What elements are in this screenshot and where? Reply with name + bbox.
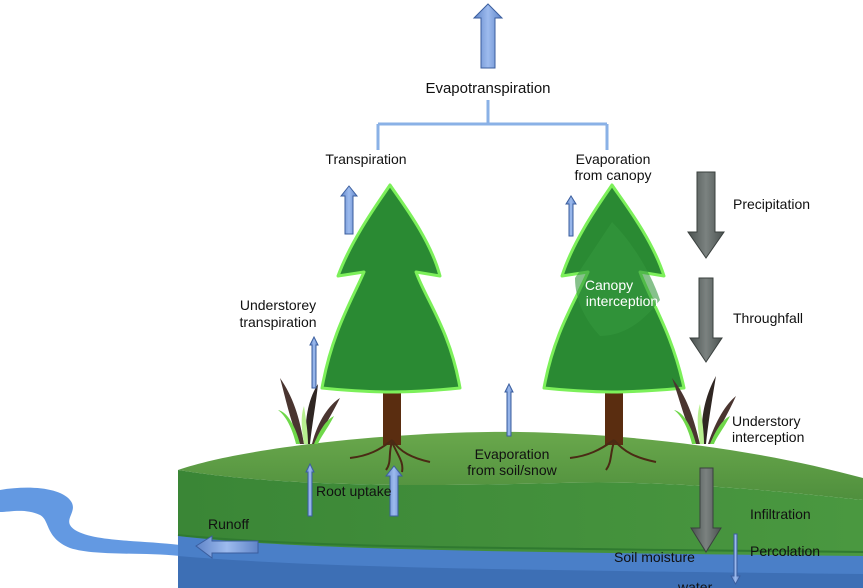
label-evaporation-canopy-line1: Evaporation xyxy=(576,151,651,167)
right-tree-trunk xyxy=(605,385,623,445)
left-tree-crown xyxy=(320,183,462,394)
evapotranspiration-arrow xyxy=(472,3,504,69)
right-tree-roots xyxy=(569,439,657,471)
label-runoff: Runoff xyxy=(208,516,249,532)
ground-surface xyxy=(178,431,863,500)
label-percolation: Percolation xyxy=(750,543,820,559)
right-tree xyxy=(542,183,686,471)
left-tree-roots xyxy=(349,439,431,473)
label-evapotranspiration: Evapotranspiration xyxy=(425,80,550,97)
understorey-transpiration-arrow xyxy=(309,335,319,389)
label-transpiration: Transpiration xyxy=(325,151,406,167)
label-root-uptake: Root uptake xyxy=(316,483,392,499)
runoff-arrow xyxy=(195,535,259,559)
label-groundwater-partial: water xyxy=(677,579,713,588)
evaporation-soil-arrow xyxy=(504,382,514,437)
label-understory-interception-line1: Understory xyxy=(732,413,800,429)
evaporation-canopy-arrow xyxy=(565,195,577,237)
evapotranspiration-connector xyxy=(376,100,609,150)
root-uptake-arrow-right xyxy=(384,465,404,517)
label-evaporation-canopy-line2: from canopy xyxy=(574,167,651,183)
infiltration-arrow xyxy=(690,467,722,553)
label-evaporation-soil-line2: from soil/snow xyxy=(467,462,557,478)
label-precipitation: Precipitation xyxy=(733,196,810,212)
label-infiltration: Infiltration xyxy=(750,506,811,522)
right-tree-canopy-highlight xyxy=(575,222,660,336)
understorey-plant-left xyxy=(278,378,340,444)
precipitation-arrow xyxy=(687,171,725,259)
left-tree-trunk xyxy=(383,380,401,445)
label-understorey-transpiration-line1: Understorey xyxy=(240,297,316,313)
label-evaporation-soil-line1: Evaporation xyxy=(475,446,550,462)
stream-water xyxy=(0,487,180,556)
percolation-arrow xyxy=(730,533,741,586)
label-understory-interception-line2: interception xyxy=(732,429,804,445)
ground-block xyxy=(177,431,863,588)
throughfall-arrow xyxy=(689,277,723,363)
root-uptake-arrow-left xyxy=(305,462,315,517)
label-canopy-interception-line1: Canopy xyxy=(585,277,633,293)
left-tree xyxy=(320,183,462,473)
transpiration-arrow xyxy=(339,185,359,235)
groundwater-deep xyxy=(178,556,863,588)
label-understorey-transpiration-line2: transpiration xyxy=(239,314,316,330)
label-throughfall: Throughfall xyxy=(733,310,803,326)
label-soil-moisture: Soil moisture xyxy=(614,549,695,565)
soil-layer-line xyxy=(177,534,863,553)
label-canopy-interception-line2: interception xyxy=(586,293,658,309)
understorey-plant-right xyxy=(672,376,736,444)
